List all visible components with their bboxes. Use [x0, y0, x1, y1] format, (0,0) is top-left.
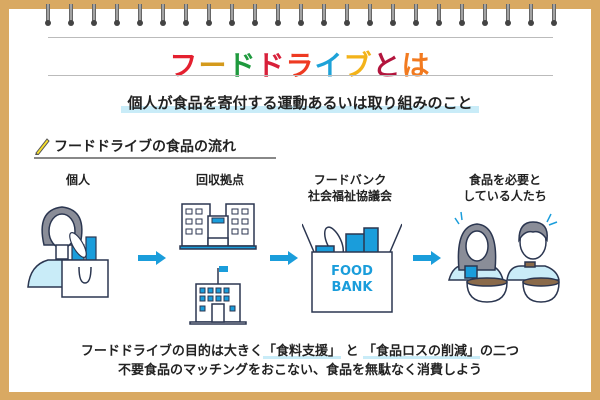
title-char: フ: [169, 49, 199, 82]
ring: [321, 4, 327, 26]
ring: [551, 4, 557, 26]
ring: [459, 4, 465, 26]
ring: [114, 4, 120, 26]
step-label-line: フードバンク: [313, 173, 387, 187]
food-support-highlight: 「食料支援」: [262, 344, 341, 359]
ring: [367, 4, 373, 26]
title-char: イ: [314, 49, 344, 82]
box-label-bank: BANK: [331, 280, 373, 295]
arrow-right-icon: [413, 251, 441, 265]
ring: [390, 4, 396, 26]
ring: [68, 4, 74, 26]
food-bank-box-illustration: FOOD BANK: [302, 220, 402, 320]
ring: [298, 4, 304, 26]
people-eating-illustration: [448, 211, 560, 303]
title-char: ブ: [343, 49, 373, 82]
divider: [48, 37, 553, 38]
ring: [436, 4, 442, 26]
ring: [91, 4, 97, 26]
ring: [275, 4, 281, 26]
spiral-binding: [45, 4, 557, 26]
pencil-icon: [35, 138, 50, 155]
ring: [45, 4, 51, 26]
ring: [505, 4, 511, 26]
divider: [48, 75, 553, 76]
title-char: ラ: [285, 49, 315, 82]
ring: [206, 4, 212, 26]
title-char: ー: [198, 49, 228, 82]
subtitle-text: 個人が食品を寄付する運動あるいは取り組みのこと: [121, 94, 479, 113]
arrow-right-icon: [138, 251, 166, 265]
step-label-line: 食品を必要と: [468, 173, 541, 187]
title-char: は: [401, 49, 431, 82]
ring: [482, 4, 488, 26]
step-label-individual: 個人: [65, 173, 90, 187]
ring: [229, 4, 235, 26]
section-heading-text: フードドライブの食品の流れ: [54, 139, 236, 155]
ring: [413, 4, 419, 26]
title-char: と: [372, 49, 402, 82]
purpose-text: フードドライブの目的は大きく「食料支援」 と 「食品ロスの削減」の二つ: [0, 340, 600, 359]
arrow-right-icon: [270, 251, 298, 265]
step-label-line: している人たち: [463, 189, 547, 203]
title-char: ド: [227, 49, 257, 82]
page-title: フードドライブとは: [0, 44, 600, 84]
ring: [183, 4, 189, 26]
purpose-text-part: と: [345, 344, 359, 359]
purpose-text-part: フードドライブの目的は大きく: [80, 344, 263, 359]
call-to-action-text: 不要食品のマッチングをおこない、食品を無駄なく消費しよう: [117, 363, 482, 378]
ring: [160, 4, 166, 26]
notebook-page: [9, 9, 591, 392]
food-loss-highlight: 「食品ロスの削減」: [363, 344, 481, 359]
ring: [528, 4, 534, 26]
step-label-line: 社会福祉協議会: [307, 189, 392, 203]
title-char: ド: [256, 49, 286, 82]
step-label-foodbank: フードバンク社会福祉協議会: [290, 172, 410, 204]
purpose-text-part: の二つ: [480, 344, 520, 359]
subtitle: 個人が食品を寄付する運動あるいは取り組みのこと: [0, 92, 600, 113]
step-label-collection-point: 回収拠点: [195, 173, 244, 187]
ring: [252, 4, 258, 26]
person-with-grocery-bag-illustration: [27, 206, 109, 298]
ring: [137, 4, 143, 26]
section-heading: フードドライブの食品の流れ: [34, 136, 276, 159]
collection-point-buildings-illustration: [179, 203, 257, 325]
step-label-recipients: 食品を必要としている人たち: [450, 172, 560, 204]
food-box-icon: [302, 223, 402, 313]
box-label-food: FOOD: [331, 264, 373, 279]
ring: [344, 4, 350, 26]
